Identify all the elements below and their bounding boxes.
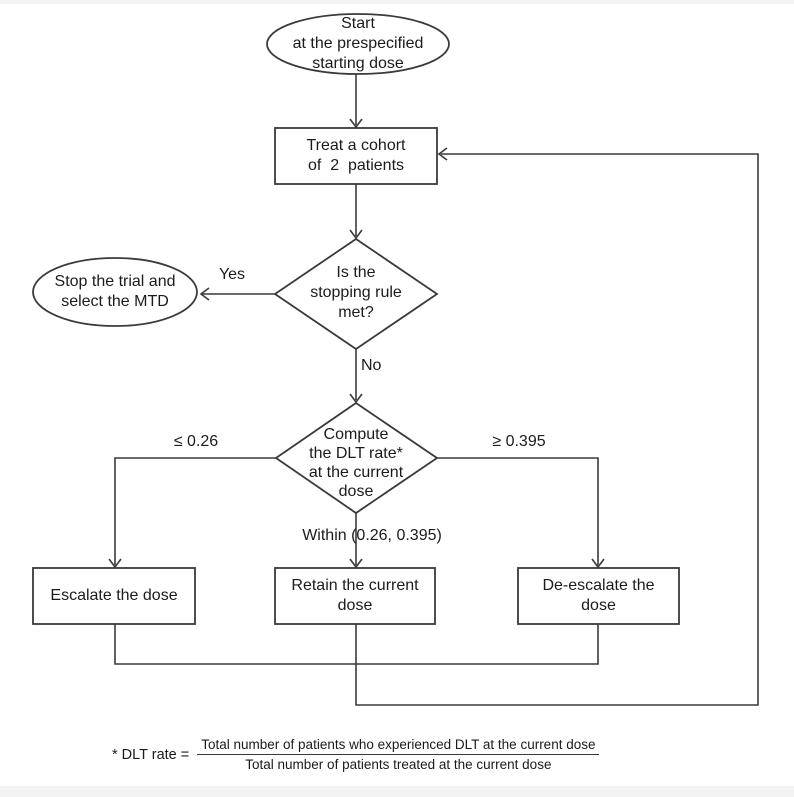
start-node-label: Start at the prespecified starting dose [292, 15, 424, 72]
stop-trial-label: Stop the trial and select the MTD [54, 273, 176, 310]
treat-box [274, 127, 438, 185]
yes-branch-label: Yes [218, 266, 246, 283]
footnote-numerator: Total number of patients who experienced… [197, 737, 600, 755]
deescalate-label: De-escalate the dose [542, 577, 655, 614]
arrowhead-into-compute [349, 393, 363, 404]
dlt-rate-footnote: * DLT rate = Total number of patients wh… [112, 737, 672, 772]
start-ellipse [266, 13, 450, 75]
footnote-prefix: * DLT rate = [112, 746, 190, 763]
retain-label: Retain the current dose [291, 577, 419, 614]
stop-trial-ellipse [32, 257, 198, 327]
retain-box [274, 567, 436, 625]
arrowhead-into-escalate [108, 558, 122, 569]
within-range-branch-label: Within (0.26, 0.395) [302, 527, 442, 544]
no-branch-label: No [361, 357, 382, 374]
treat-node-label: Treat a cohort of 2 patients [306, 137, 406, 174]
footnote-denominator: Total number of patients treated at the … [245, 757, 552, 772]
escalate-box [32, 567, 196, 625]
arrowhead-into-deescalate [591, 558, 605, 569]
edge-compute-to-escalate [114, 457, 276, 565]
edge-feedback-loop [355, 153, 759, 706]
arrowhead-into-stopping [349, 229, 363, 240]
low-rate-branch-label: ≤ 0.26 [173, 433, 219, 450]
compute-dlt-diamond [274, 401, 439, 515]
arrowhead-into-retain [349, 558, 363, 569]
escalate-label: Escalate the dose [50, 587, 178, 604]
deescalate-box [517, 567, 680, 625]
top-edge-strip [0, 0, 794, 4]
bottom-edge-strip [0, 786, 794, 797]
footnote-fraction: Total number of patients who experienced… [197, 737, 600, 772]
high-rate-branch-label: ≥ 0.395 [492, 433, 546, 450]
edge-compute-to-deescalate [437, 457, 599, 565]
compute-dlt-label: Compute the DLT rate* at the current dos… [308, 426, 404, 500]
stopping-rule-label: Is the stopping rule met? [310, 264, 402, 321]
arrowhead-into-stop-ellipse [199, 287, 210, 301]
arrowhead-into-treat-top [349, 118, 363, 129]
arrowhead-feedback-into-treat [437, 147, 448, 161]
stopping-rule-diamond [273, 237, 439, 351]
